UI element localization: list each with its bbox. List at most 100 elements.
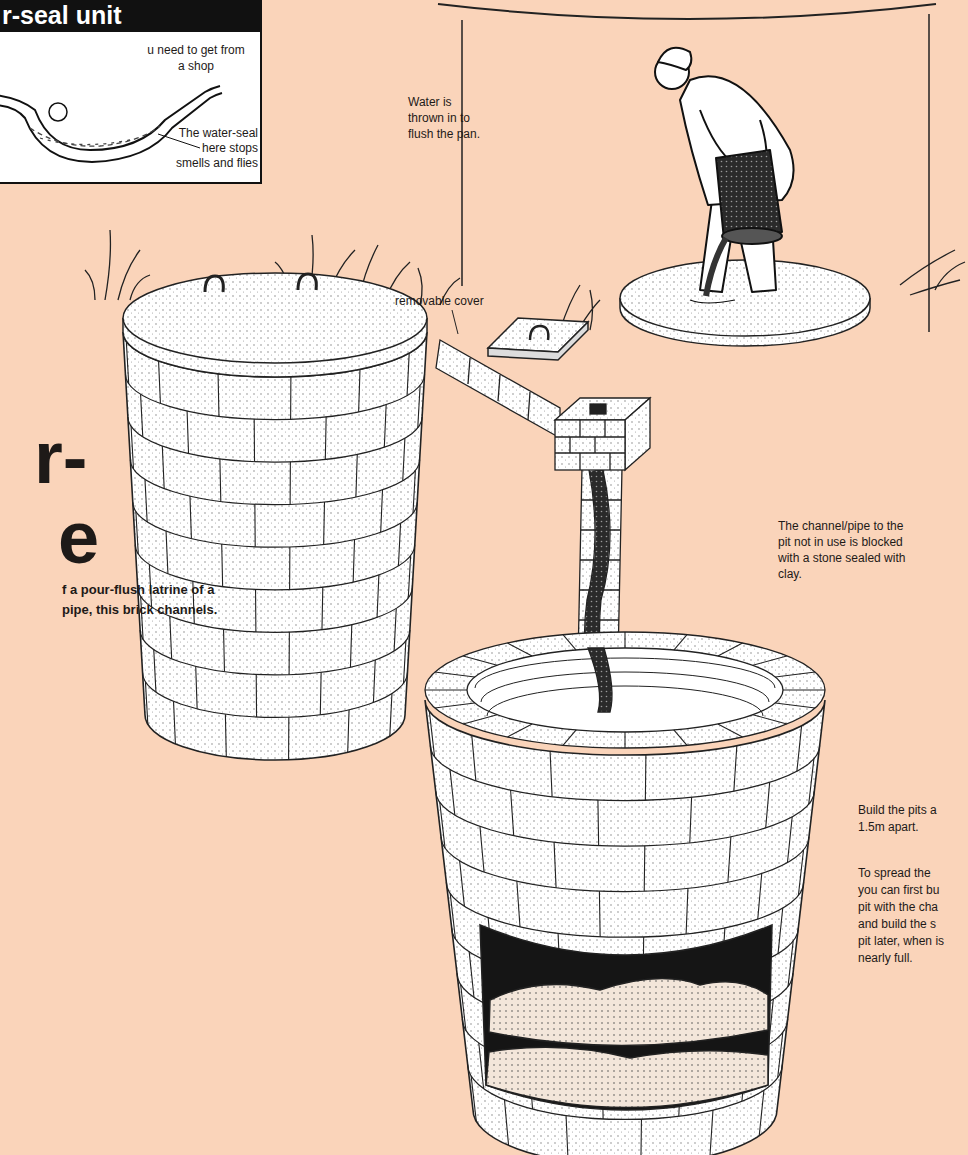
brick-joint	[288, 717, 289, 760]
part-label: removable cover	[395, 294, 515, 309]
brick-joint	[788, 941, 793, 987]
brick-joint	[289, 632, 290, 675]
brick-joint	[384, 405, 386, 448]
brick-joint	[778, 908, 783, 954]
removable-cover	[452, 310, 458, 334]
junction-box	[625, 398, 650, 470]
removable-cover	[452, 310, 588, 360]
brick-joint	[320, 672, 322, 715]
brick-joint	[783, 689, 825, 690]
brick-joint	[323, 502, 325, 545]
inner-brick-course	[481, 672, 769, 702]
brick-course	[125, 375, 424, 420]
brick-joint	[690, 797, 692, 843]
brick-joint	[255, 589, 256, 632]
grass	[85, 230, 150, 300]
man-pouring-water	[655, 48, 794, 303]
brick-joint	[507, 643, 532, 656]
shelter-outline	[928, 14, 930, 332]
brick-joint	[435, 672, 475, 677]
shelter-outline	[461, 20, 463, 286]
brick-joint	[190, 496, 191, 539]
water-seal-pan	[40, 138, 130, 145]
brick-joint	[225, 714, 227, 757]
pit-cross-section	[480, 925, 772, 1110]
brick-joint	[435, 703, 475, 708]
brick-joint	[141, 394, 143, 437]
brick-joint	[463, 656, 497, 665]
brick-joint	[480, 826, 484, 872]
brick-joint	[154, 650, 156, 693]
brick-joint	[136, 512, 138, 555]
inset-box: r-seal unitu need to get from a shopThe …	[0, 0, 262, 184]
pit-wall	[425, 700, 825, 1155]
brick-joint	[170, 616, 172, 659]
brick-joint	[403, 438, 405, 481]
brick-joint	[461, 985, 466, 1031]
brick-channel	[468, 358, 530, 420]
brick-course	[130, 460, 419, 505]
brick-joint	[377, 575, 379, 618]
brick-joint	[429, 711, 434, 757]
pit-cover	[123, 273, 427, 377]
brick-joint	[472, 735, 476, 781]
brick-joint	[710, 1110, 713, 1155]
man-pouring-water	[658, 48, 691, 70]
brick-joint	[511, 790, 514, 836]
brick-joint	[348, 710, 349, 753]
brick-joint	[425, 689, 467, 690]
pit-cover	[205, 276, 223, 292]
brick-course	[430, 746, 819, 801]
water-seal-pan	[0, 86, 220, 150]
brick-joint	[359, 369, 360, 412]
brick-joint	[644, 846, 646, 892]
brick-joint	[221, 544, 223, 587]
brick-joint	[469, 952, 474, 998]
brick-joint	[223, 629, 225, 672]
inset-note: u need to get from a shop	[146, 42, 246, 74]
water-seal-pan	[49, 103, 67, 121]
squat-slab	[620, 260, 870, 346]
removable-cover	[488, 322, 588, 360]
brick-course	[446, 882, 803, 937]
brick-course	[140, 630, 410, 675]
brick-joint	[758, 873, 762, 919]
brick-joint	[471, 1076, 476, 1122]
brick-joint	[563, 730, 576, 745]
intro-text: f a pour-flush latrine of a pipe, this b…	[62, 580, 222, 620]
brick-joint	[718, 643, 743, 656]
note: Water is thrown in to flush the pan.	[408, 94, 490, 142]
brick-joint	[798, 850, 803, 896]
squat-slab	[620, 260, 870, 336]
junction-box	[555, 398, 650, 470]
grass	[900, 250, 965, 295]
brick-joint	[640, 1119, 642, 1155]
brick-joint	[450, 770, 455, 816]
brick-joint	[174, 701, 176, 744]
brick-joint	[407, 353, 409, 396]
brick-joint	[624, 732, 625, 748]
man-pouring-water	[690, 300, 735, 303]
note: The channel/pipe to the pit not in use i…	[778, 518, 910, 582]
brick-joint	[350, 625, 351, 668]
pit-opening-inner	[467, 648, 783, 732]
brick-joint	[718, 724, 743, 737]
note: Build the pits a 1.5m apart.	[858, 802, 966, 836]
pit-cover	[298, 274, 316, 290]
brick-joint	[356, 454, 357, 497]
inner-brick-course	[487, 686, 763, 716]
inset-note: The water-seal here stops smells and fli…	[172, 126, 258, 171]
brick-course	[128, 417, 422, 462]
brick-joint	[479, 1043, 484, 1089]
junction-box	[590, 404, 606, 414]
pit-cross-section	[480, 925, 772, 1110]
note: To spread the you can first bu pit with …	[858, 865, 952, 967]
brick-joint	[759, 1090, 764, 1136]
water-seal-pan	[30, 126, 160, 146]
brick-course	[143, 672, 408, 717]
brick-course	[133, 502, 417, 547]
brick-joint	[440, 803, 445, 849]
brick-joint	[753, 656, 787, 665]
brick-joint	[504, 1100, 508, 1146]
